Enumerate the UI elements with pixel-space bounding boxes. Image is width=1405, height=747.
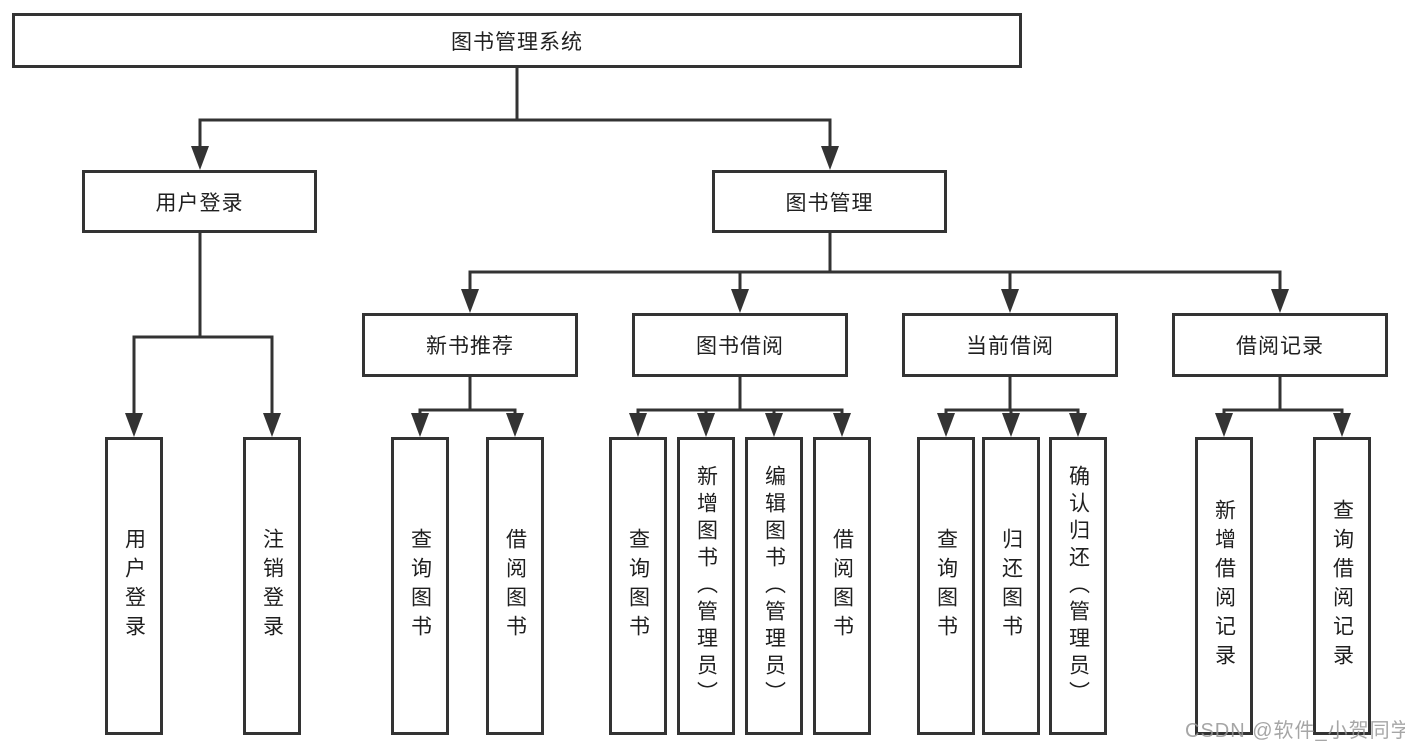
node-book-borrow-label: 图书借阅 <box>696 335 784 358</box>
leaf-user-login: 用户登录 <box>105 437 163 735</box>
node-book-management-label: 图书管理 <box>785 191 874 215</box>
leaf-query-borrow-record: 查询借阅记录 <box>1313 437 1371 735</box>
node-new-book-recommend-label: 新书推荐 <box>426 335 514 358</box>
leaf-query-books-borrow: 查询图书 <box>609 437 667 735</box>
node-current-borrow-label: 当前借阅 <box>966 335 1054 358</box>
node-root: 图书管理系统 <box>12 13 1022 68</box>
leaf-query-books-current-label: 查询图书 <box>934 528 958 644</box>
leaf-add-book-admin: 新增图书（管理员） <box>677 437 735 735</box>
leaf-confirm-return-admin-label: 确认归还（管理员） <box>1066 464 1090 708</box>
node-user-login-label: 用户登录 <box>155 191 244 215</box>
csdn-watermark: CSDN @软件_小贺同学 <box>1185 720 1405 742</box>
leaf-edit-book-admin-label: 编辑图书（管理员） <box>762 464 786 708</box>
node-borrow-records: 借阅记录 <box>1172 313 1388 377</box>
leaf-query-borrow-record-label: 查询借阅记录 <box>1330 499 1354 673</box>
leaf-user-login-label: 用户登录 <box>122 528 146 644</box>
leaf-return-book-label: 归还图书 <box>999 528 1023 644</box>
leaf-borrow-books-borrow-label: 借阅图书 <box>830 528 854 644</box>
node-book-borrow: 图书借阅 <box>632 313 848 377</box>
leaf-logout: 注销登录 <box>243 437 301 735</box>
leaf-query-books-recommend: 查询图书 <box>391 437 449 735</box>
leaf-logout-label: 注销登录 <box>260 528 284 644</box>
leaf-confirm-return-admin: 确认归还（管理员） <box>1049 437 1107 735</box>
leaf-borrow-books-recommend-label: 借阅图书 <box>503 528 527 644</box>
leaf-add-borrow-record-label: 新增借阅记录 <box>1212 499 1236 673</box>
node-user-login: 用户登录 <box>82 170 317 233</box>
node-borrow-records-label: 借阅记录 <box>1236 335 1324 358</box>
node-current-borrow: 当前借阅 <box>902 313 1118 377</box>
leaf-add-borrow-record: 新增借阅记录 <box>1195 437 1253 735</box>
leaf-query-books-recommend-label: 查询图书 <box>408 528 432 644</box>
node-new-book-recommend: 新书推荐 <box>362 313 578 377</box>
leaf-add-book-admin-label: 新增图书（管理员） <box>694 464 718 708</box>
node-book-management: 图书管理 <box>712 170 947 233</box>
node-root-label: 图书管理系统 <box>451 30 583 54</box>
leaf-edit-book-admin: 编辑图书（管理员） <box>745 437 803 735</box>
leaf-query-books-borrow-label: 查询图书 <box>626 528 650 644</box>
leaf-query-books-current: 查询图书 <box>917 437 975 735</box>
leaf-borrow-books-recommend: 借阅图书 <box>486 437 544 735</box>
leaf-return-book: 归还图书 <box>982 437 1040 735</box>
leaf-borrow-books-borrow: 借阅图书 <box>813 437 871 735</box>
